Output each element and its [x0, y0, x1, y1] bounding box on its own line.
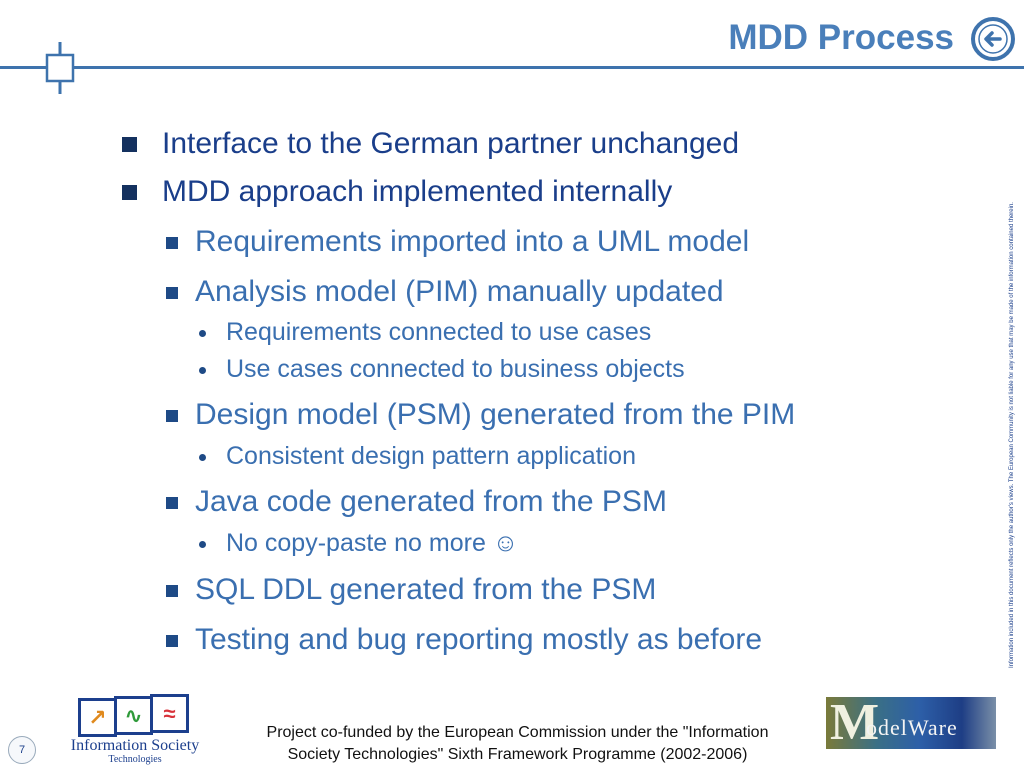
ist-logo-sub: Technologies	[108, 754, 162, 765]
modelware-logo-text: odelWare	[866, 715, 958, 740]
square-bullet-icon	[166, 585, 178, 597]
bullet-mdd-approach: MDD approach implemented internally	[162, 175, 673, 208]
back-arrow-icon[interactable]	[970, 16, 1016, 62]
bullet-req-use-cases: Requirements connected to use cases	[226, 318, 652, 346]
disclaimer-vertical: Information included in this document re…	[1002, 160, 1022, 710]
bullet-no-copy-paste: No copy-paste no more ☺	[226, 529, 519, 557]
page-number: 7	[8, 736, 36, 764]
header-rule	[0, 66, 1024, 69]
dot-bullet-icon	[199, 367, 206, 374]
footer-line-1: Project co-funded by the European Commis…	[266, 724, 769, 741]
bullet-testing: Testing and bug reporting mostly as befo…	[195, 623, 762, 656]
dot-bullet-icon	[199, 541, 206, 548]
ist-logo-name: Information Society	[70, 737, 200, 754]
square-bullet-icon	[166, 237, 178, 249]
modelware-logo: M odelWare	[826, 697, 996, 749]
square-bullet-icon	[166, 497, 178, 509]
dot-bullet-icon	[199, 330, 206, 337]
bullet-interface: Interface to the German partner unchange…	[162, 127, 740, 160]
bullet-design-pattern: Consistent design pattern application	[226, 442, 636, 470]
square-bullet-icon	[166, 635, 178, 647]
ist-logo: ↗ ∿ ≈ Information Society Technologies	[60, 692, 210, 766]
slide-title: MDD Process	[728, 18, 954, 57]
square-bullet-icon	[166, 410, 178, 422]
bullet-design-model: Design model (PSM) generated from the PI…	[195, 398, 796, 431]
bullet-sql-ddl: SQL DDL generated from the PSM	[195, 573, 657, 606]
double-wave-tile-icon: ≈	[150, 694, 189, 733]
square-bullet-icon	[122, 137, 137, 152]
footer-line-2: Society Technologies" Sixth Framework Pr…	[287, 746, 748, 763]
bullet-analysis-model: Analysis model (PIM) manually updated	[195, 275, 724, 308]
bullet-use-cases-objects: Use cases connected to business objects	[226, 355, 685, 383]
crosshair-corner-icon	[45, 42, 75, 94]
modelware-logo-m: M	[830, 697, 880, 749]
dot-bullet-icon	[199, 454, 206, 461]
square-bullet-icon	[166, 287, 178, 299]
square-bullet-icon	[122, 185, 137, 200]
disclaimer-text: Information included in this document re…	[1009, 202, 1015, 668]
bullet-requirements: Requirements imported into a UML model	[195, 225, 750, 258]
wave-tile-icon: ∿	[114, 696, 153, 735]
footer-funding-text: Project co-funded by the European Commis…	[240, 722, 795, 766]
arrow-tile-icon: ↗	[78, 698, 117, 737]
bullet-java-code: Java code generated from the PSM	[195, 485, 667, 518]
